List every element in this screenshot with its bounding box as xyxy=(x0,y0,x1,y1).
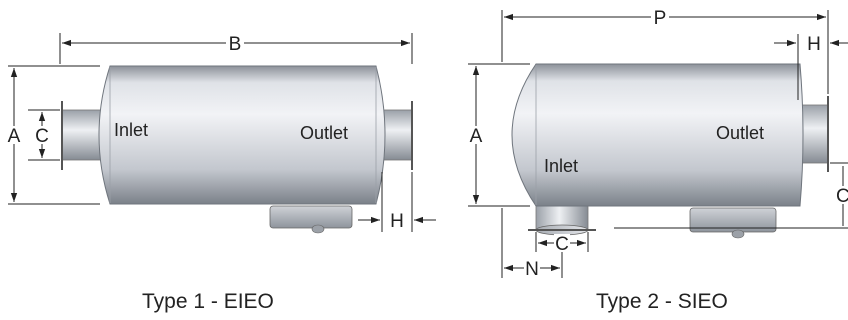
type1-mounting-bracket xyxy=(269,205,353,229)
type2-muffler-body xyxy=(511,63,804,207)
type2-inlet-label: Inlet xyxy=(544,156,578,176)
type1-caption: Type 1 - EIEO xyxy=(142,290,274,313)
type2-caption: Type 2 - SIEO xyxy=(596,290,728,313)
type2-outlet-label: Outlet xyxy=(716,123,764,143)
type2-dim-c-inlet-label: C xyxy=(555,234,569,255)
type1-dim-h-label: H xyxy=(390,211,404,232)
type1-dim-a-label: A xyxy=(8,126,21,147)
type1-dim-b-label: B xyxy=(229,34,242,55)
type2-muffler-drawing xyxy=(511,63,829,239)
type1-dim-c-label: C xyxy=(35,126,49,147)
type1-outlet-pipe xyxy=(381,109,413,161)
type1-outlet-label: Outlet xyxy=(300,123,348,143)
type2-dim-c-outlet-label: C xyxy=(836,186,848,207)
type2-dim-a-label: A xyxy=(470,126,483,147)
type2-dim-p-label: P xyxy=(654,8,667,29)
type1-inlet-label: Inlet xyxy=(114,120,148,140)
type1-muffler-body xyxy=(98,65,386,205)
type1-muffler-drawing xyxy=(61,65,413,234)
type2-dim-h-label: H xyxy=(807,34,821,55)
type2-dim-n-label: N xyxy=(525,259,539,280)
